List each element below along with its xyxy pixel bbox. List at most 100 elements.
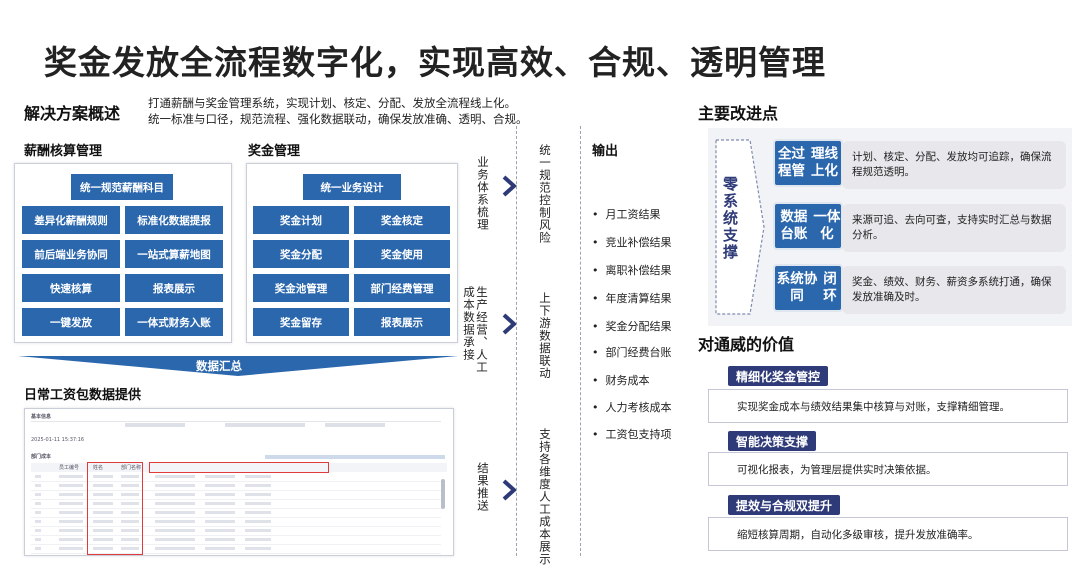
improvements-side-label: 零系统支撑 <box>721 176 739 261</box>
salary-heading: 薪酬核算管理 <box>24 144 103 159</box>
mini-cell-placeholder <box>155 529 195 532</box>
value-3-desc: 缩短核算周期，自动化多级审核，提升发放准确率。 <box>708 517 1068 551</box>
bonus-item-6: 部门经费管理 <box>354 274 450 302</box>
center-text-display: 支持各维度人工成本展示 <box>538 428 552 566</box>
mini-cell-placeholder <box>59 484 83 487</box>
value-heading: 对通威的价值 <box>698 335 795 354</box>
overview-line-1: 打通薪酬与奖金管理系统，实现计划、核定、分配、发放全流程线上化。 <box>148 96 516 110</box>
mini-cell-placeholder <box>121 475 139 478</box>
improvement-3-label: 系统协同闭环 <box>773 264 843 312</box>
salary-item-7: 一键发放 <box>22 308 120 336</box>
flow-text-business: 业务体系梳理 <box>476 156 490 231</box>
mini-cell-placeholder <box>93 520 113 523</box>
mini-row-divider <box>31 499 441 500</box>
mini-cell-placeholder <box>35 502 41 505</box>
mini-cell-placeholder <box>93 538 113 541</box>
mini-cell-placeholder <box>121 538 139 541</box>
mini-cell-placeholder <box>93 502 113 505</box>
center-text-control: 统一规范控制风险 <box>538 144 552 244</box>
mini-cell-placeholder <box>205 520 235 523</box>
mini-cell-placeholder <box>155 502 195 505</box>
bonus-item-5: 奖金池管理 <box>253 274 349 302</box>
mini-cell-placeholder <box>121 484 139 487</box>
mini-cell-placeholder <box>35 529 41 532</box>
improvement-1-label: 全过程管理线上化 <box>773 139 843 187</box>
mini-cell-placeholder <box>245 484 271 487</box>
mini-cell-placeholder <box>59 529 83 532</box>
mini-row-divider <box>31 526 441 527</box>
mini-cell-placeholder <box>59 520 83 523</box>
mini-cell-placeholder <box>93 475 113 478</box>
flow-text-production: 生产经营、人工成本数据承接 <box>462 286 489 374</box>
value-1-tag: 精细化奖金管控 <box>728 366 829 386</box>
mini-cell-placeholder <box>155 475 195 478</box>
salary-item-5: 快速核算 <box>22 274 120 302</box>
dashed-divider <box>516 126 517 556</box>
salary-item-2: 标准化数据提报 <box>125 206 223 234</box>
chevron-right-icon <box>502 479 517 501</box>
mini-cell-placeholder <box>205 547 235 550</box>
overview-heading: 解决方案概述 <box>24 104 121 123</box>
mini-basic-info: 基本信息 <box>31 414 52 420</box>
mini-cell-placeholder <box>245 502 271 505</box>
mini-cell-placeholder <box>59 493 83 496</box>
mini-cell-placeholder <box>245 529 271 532</box>
salary-item-6: 报表展示 <box>125 274 223 302</box>
mini-row-divider <box>31 490 441 491</box>
salary-panel: 统一规范薪酬科目 差异化薪酬规则 标准化数据提报 前后端业务协同 一站式算薪地图… <box>14 163 232 343</box>
mini-cell-placeholder <box>93 493 113 496</box>
mini-row-divider <box>31 517 441 518</box>
value-1-desc: 实现奖金成本与绩效结果集中核算与对账，支撑精细管理。 <box>708 389 1068 423</box>
bonus-top-box: 统一业务设计 <box>303 174 401 200</box>
bonus-item-4: 奖金使用 <box>354 240 450 268</box>
value-2-tag: 智能决策支撑 <box>728 431 817 451</box>
mini-cell-placeholder <box>245 511 271 514</box>
improvement-3-desc: 奖金、绩效、财务、薪资多系统打通，确保发放准确及时。 <box>842 266 1066 314</box>
mini-row-divider <box>31 544 441 545</box>
mini-cell-placeholder <box>205 484 235 487</box>
output-item: 奖金分配结果 <box>592 318 672 334</box>
mini-cell-placeholder <box>155 520 195 523</box>
payroll-screenshot: 基本信息 2025-01-11 15:37:16 部门成本 员工编号 姓名 部门… <box>24 408 454 556</box>
mini-cell-placeholder <box>121 520 139 523</box>
output-item: 月工资结果 <box>592 206 661 222</box>
mini-cell-placeholder <box>245 475 271 478</box>
output-item: 部门经费台账 <box>592 344 672 360</box>
improvement-2-desc: 来源可追、去向可查，支持实时汇总与数据分析。 <box>842 204 1066 252</box>
mini-cell-placeholder <box>59 475 83 478</box>
improvements-side-shape <box>715 139 765 315</box>
output-item: 财务成本 <box>592 372 650 388</box>
improvement-2-label: 数据台账一体化 <box>773 202 843 250</box>
output-item: 人力考核成本 <box>592 399 672 415</box>
mini-cell-placeholder <box>205 493 235 496</box>
mini-cell-placeholder <box>245 520 271 523</box>
salary-item-4: 一站式算薪地图 <box>125 240 223 268</box>
mini-cell-placeholder <box>35 484 41 487</box>
mini-cell-placeholder <box>245 538 271 541</box>
highlight-box-left <box>87 462 143 555</box>
mini-cell-placeholder <box>155 538 195 541</box>
mini-col-name: 姓名 <box>93 465 104 471</box>
chevron-right-icon <box>502 313 517 335</box>
bonus-item-8: 报表展示 <box>354 308 450 336</box>
mini-row-divider <box>31 508 441 509</box>
mini-cell-placeholder <box>35 475 41 478</box>
mini-cell-placeholder <box>205 529 235 532</box>
mini-cell-placeholder <box>35 511 41 514</box>
mini-cell-placeholder <box>59 547 83 550</box>
output-heading: 输出 <box>592 144 619 159</box>
payroll-heading: 日常工资包数据提供 <box>24 388 142 403</box>
center-text-linkage: 上下游数据联动 <box>538 292 552 380</box>
mini-cell-placeholder <box>205 502 235 505</box>
mini-cell-placeholder <box>121 511 139 514</box>
mini-cell-placeholder <box>93 547 113 550</box>
mini-cell-placeholder <box>121 493 139 496</box>
mini-cell-placeholder <box>35 493 41 496</box>
mini-cell-placeholder <box>59 502 83 505</box>
improvements-heading: 主要改进点 <box>698 104 779 123</box>
mini-col-id: 员工编号 <box>59 465 80 471</box>
mini-cell-placeholder <box>205 538 235 541</box>
mini-scrollbar <box>441 479 445 509</box>
mini-cell-placeholder <box>155 511 195 514</box>
mini-cell-placeholder <box>121 502 139 505</box>
